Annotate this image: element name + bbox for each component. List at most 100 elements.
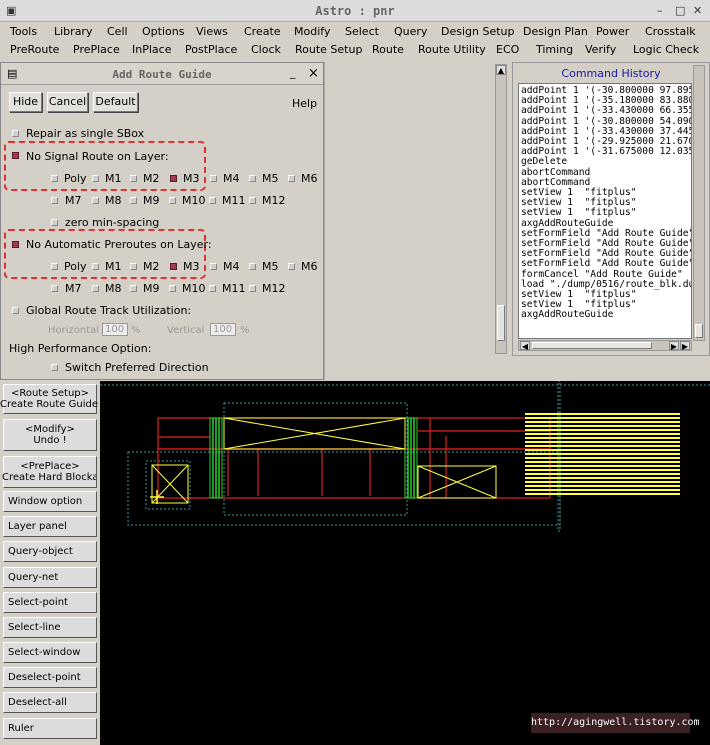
- pre-m9-label: M9: [143, 282, 160, 295]
- ruler-button[interactable]: Ruler: [3, 718, 97, 739]
- repair-sbox-checkbox[interactable]: [12, 130, 19, 137]
- menu-design-plan[interactable]: Design Plan: [523, 25, 588, 38]
- scroll-up-icon[interactable]: ▲: [496, 65, 506, 75]
- menu-power[interactable]: Power: [596, 25, 630, 38]
- no-signal-route-checkbox[interactable]: [12, 152, 19, 159]
- history-scroll-left-icon[interactable]: ◀: [520, 341, 530, 351]
- layer-panel-button[interactable]: Layer panel: [3, 516, 97, 537]
- menu-route-utility[interactable]: Route Utility: [418, 43, 486, 56]
- dialog-close-icon[interactable]: ×: [308, 66, 319, 81]
- sig-m2-checkbox[interactable]: [130, 175, 137, 182]
- pre-m2-checkbox[interactable]: [130, 263, 137, 270]
- canvas-vscrollbar[interactable]: ▲: [495, 64, 507, 354]
- menu-preplace[interactable]: PrePlace: [73, 43, 120, 56]
- menu-clock[interactable]: Clock: [251, 43, 281, 56]
- global-route-checkbox[interactable]: [12, 307, 19, 314]
- sig-m11-checkbox[interactable]: [209, 197, 216, 204]
- layout-canvas[interactable]: [100, 380, 710, 745]
- menu-query[interactable]: Query: [394, 25, 428, 38]
- menu-inplace[interactable]: InPlace: [132, 43, 172, 56]
- pre-m3-checkbox[interactable]: [170, 263, 177, 270]
- deselect-point-button[interactable]: Deselect-point: [3, 667, 97, 688]
- pre-m11-checkbox[interactable]: [209, 285, 216, 292]
- red-row-upper: [157, 417, 551, 450]
- pre-poly-checkbox[interactable]: [51, 263, 58, 270]
- create-hard-blockage-button[interactable]: <PrePlace> Create Hard Blockage: [2, 456, 97, 488]
- query-net-button[interactable]: Query-net: [3, 567, 97, 588]
- menu-modify[interactable]: Modify: [294, 25, 331, 38]
- default-button[interactable]: Default: [93, 92, 138, 112]
- minimize-icon[interactable]: –: [657, 4, 663, 17]
- zero-min-spacing-checkbox[interactable]: [51, 219, 58, 226]
- select-point-button[interactable]: Select-point: [3, 592, 97, 613]
- menu-verify[interactable]: Verify: [585, 43, 617, 56]
- help-button[interactable]: Help: [292, 97, 318, 110]
- sig-m1-checkbox[interactable]: [92, 175, 99, 182]
- menu-tools[interactable]: Tools: [10, 25, 38, 38]
- sig-m8-checkbox[interactable]: [92, 197, 99, 204]
- sig-m11-label: M11: [222, 194, 246, 207]
- menu-route-setup[interactable]: Route Setup: [295, 43, 363, 56]
- pre-m9-checkbox[interactable]: [130, 285, 137, 292]
- sig-m9-checkbox[interactable]: [130, 197, 137, 204]
- sig-m6-checkbox[interactable]: [288, 175, 295, 182]
- menu-library[interactable]: Library: [54, 25, 93, 38]
- history-hscroll-thumb[interactable]: [532, 342, 652, 349]
- sig-poly-checkbox[interactable]: [51, 175, 58, 182]
- sig-m5-checkbox[interactable]: [249, 175, 256, 182]
- select-window-button[interactable]: Select-window: [3, 642, 97, 663]
- history-line: addPoint 1 '(-33.430000 37.445: [521, 125, 691, 137]
- vertical-input[interactable]: 100: [210, 323, 236, 336]
- pre-m12-checkbox[interactable]: [249, 285, 256, 292]
- query-object-button[interactable]: Query-object: [3, 541, 97, 562]
- close-icon[interactable]: ✕: [693, 4, 703, 17]
- menu-postplace[interactable]: PostPlace: [185, 43, 238, 56]
- menu-create[interactable]: Create: [244, 25, 281, 38]
- undo-button[interactable]: <Modify> Undo !: [3, 419, 97, 451]
- window-option-button[interactable]: Window option: [3, 491, 97, 512]
- menu-views[interactable]: Views: [196, 25, 228, 38]
- no-auto-preroutes-checkbox[interactable]: [12, 241, 19, 248]
- history-scroll-right-icon[interactable]: ▶: [669, 341, 679, 351]
- pre-m5-checkbox[interactable]: [249, 263, 256, 270]
- menu-logic-check[interactable]: Logic Check: [633, 43, 700, 56]
- dialog-minimize-icon[interactable]: _: [290, 66, 296, 79]
- menu-cell[interactable]: Cell: [107, 25, 128, 38]
- menu-timing[interactable]: Timing: [536, 43, 574, 56]
- sig-m4-checkbox[interactable]: [210, 175, 217, 182]
- switch-dir-checkbox[interactable]: [51, 364, 58, 371]
- add-route-guide-dialog: ▤ Add Route Guide _ × Hide Cancel Defaul…: [0, 62, 324, 380]
- pre-m7-checkbox[interactable]: [51, 285, 58, 292]
- maximize-icon[interactable]: □: [675, 4, 686, 17]
- pre-m8-checkbox[interactable]: [92, 285, 99, 292]
- horizontal-percent: %: [131, 325, 141, 336]
- create-route-guide-button[interactable]: <Route Setup> Create Route Guide: [0, 384, 98, 414]
- menu-select[interactable]: Select: [345, 25, 379, 38]
- hide-button[interactable]: Hide: [9, 92, 42, 112]
- history-vscrollbar[interactable]: [693, 65, 705, 341]
- sig-m10-checkbox[interactable]: [169, 197, 176, 204]
- menu-options[interactable]: Options: [142, 25, 185, 38]
- scroll-thumb[interactable]: [497, 305, 505, 341]
- horizontal-input[interactable]: 100: [102, 323, 128, 336]
- select-line-button[interactable]: Select-line: [3, 617, 97, 638]
- history-vscroll-thumb[interactable]: [695, 324, 703, 338]
- history-scroll-end-icon[interactable]: ▶: [680, 341, 690, 351]
- sig-m12-checkbox[interactable]: [249, 197, 256, 204]
- pre-m10-checkbox[interactable]: [169, 285, 176, 292]
- menu-design-setup[interactable]: Design Setup: [441, 25, 515, 38]
- pre-m4-checkbox[interactable]: [210, 263, 217, 270]
- history-hscrollbar[interactable]: ◀ ▶ ▶: [518, 340, 692, 351]
- menu-eco[interactable]: ECO: [496, 43, 520, 56]
- sig-m3-checkbox[interactable]: [170, 175, 177, 182]
- sig-m7-checkbox[interactable]: [51, 197, 58, 204]
- pre-m1-checkbox[interactable]: [92, 263, 99, 270]
- history-line: addPoint 1 '(-30.800000 54.090: [521, 115, 691, 127]
- menu-crosstalk[interactable]: Crosstalk: [645, 25, 696, 38]
- menu-route[interactable]: Route: [372, 43, 404, 56]
- menu-preroute[interactable]: PreRoute: [10, 43, 60, 56]
- deselect-all-button[interactable]: Deselect-all: [3, 692, 97, 713]
- cancel-button[interactable]: Cancel: [47, 92, 88, 112]
- pre-m6-checkbox[interactable]: [288, 263, 295, 270]
